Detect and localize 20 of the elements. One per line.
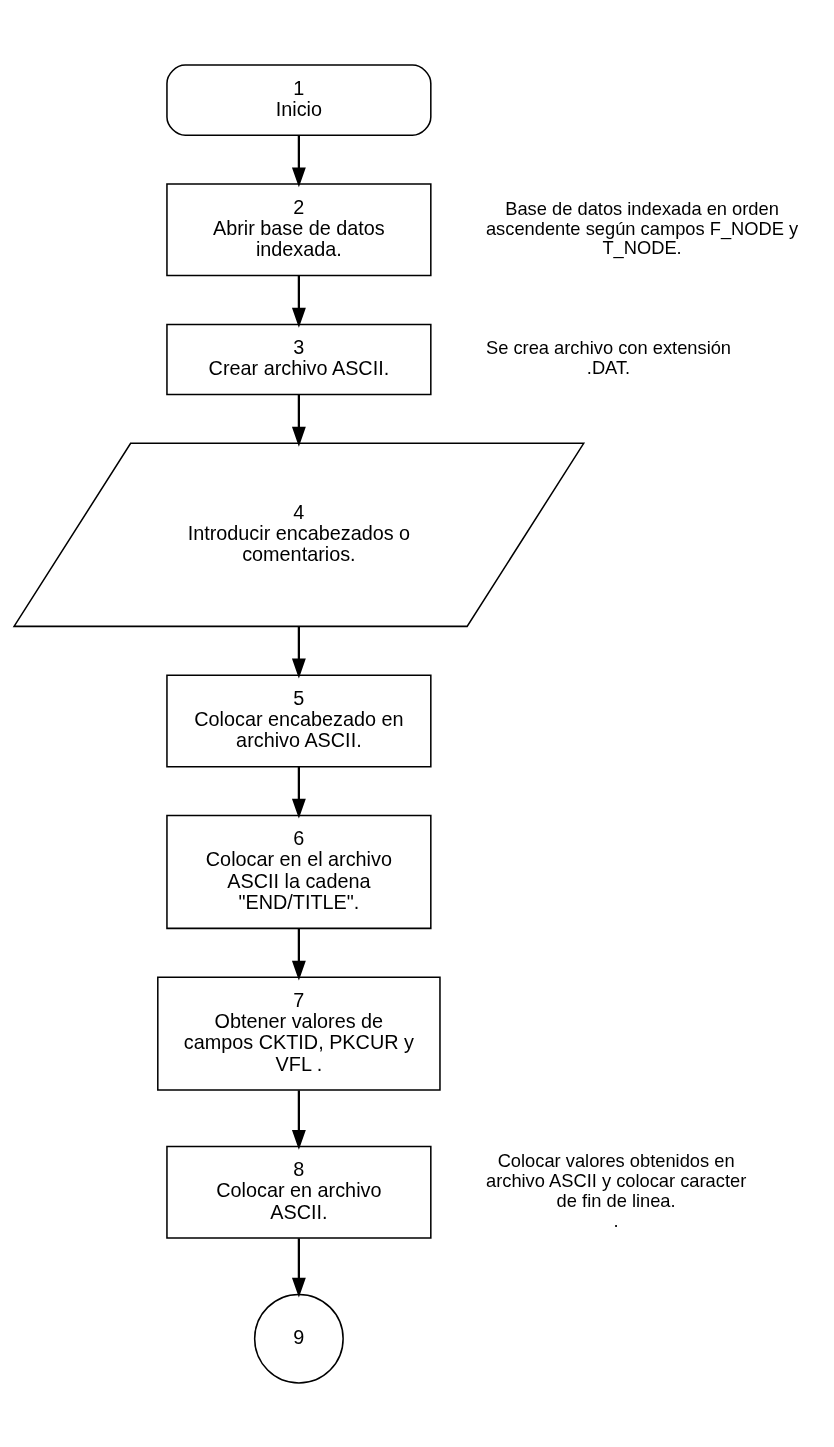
arrow: [291, 766, 306, 819]
node-label: Colocar valores obtenidos en archivo ASCII y colocar caracter de fin de linea.: [485, 1149, 747, 1211]
node-box: 7 Obtener valores de campos CKTID, PKCUR y VFL .: [157, 975, 441, 1091]
node-label: Base de datos indexada en orden ascendente según campos F_NODE y T_NODE.: [485, 197, 799, 258]
arrow: [291, 394, 306, 447]
arrow: [291, 1089, 306, 1150]
node-box: 8 Colocar en archivo ASCII.: [166, 1145, 432, 1239]
node-box: 1 Inicio: [166, 63, 432, 136]
arrow: [291, 275, 306, 328]
arrow: [291, 135, 306, 187]
node-box: 3 Crear archivo ASCII.: [166, 323, 432, 395]
arrow: [291, 1237, 306, 1298]
arrow: [291, 626, 306, 678]
node-circle: 9: [253, 1293, 344, 1384]
node-box: 2 Abrir base de datos indexada.: [166, 182, 432, 276]
node-label: Se crea archivo con extensión .DAT.: [485, 336, 732, 378]
node-box: 6 Colocar en el archivo ASCII la cadena "END/TITLE".: [166, 814, 432, 929]
node-box: 5 Colocar encabezado en archivo ASCII.: [166, 673, 432, 767]
node-label: .: [613, 1209, 619, 1231]
arrow: [291, 928, 306, 981]
